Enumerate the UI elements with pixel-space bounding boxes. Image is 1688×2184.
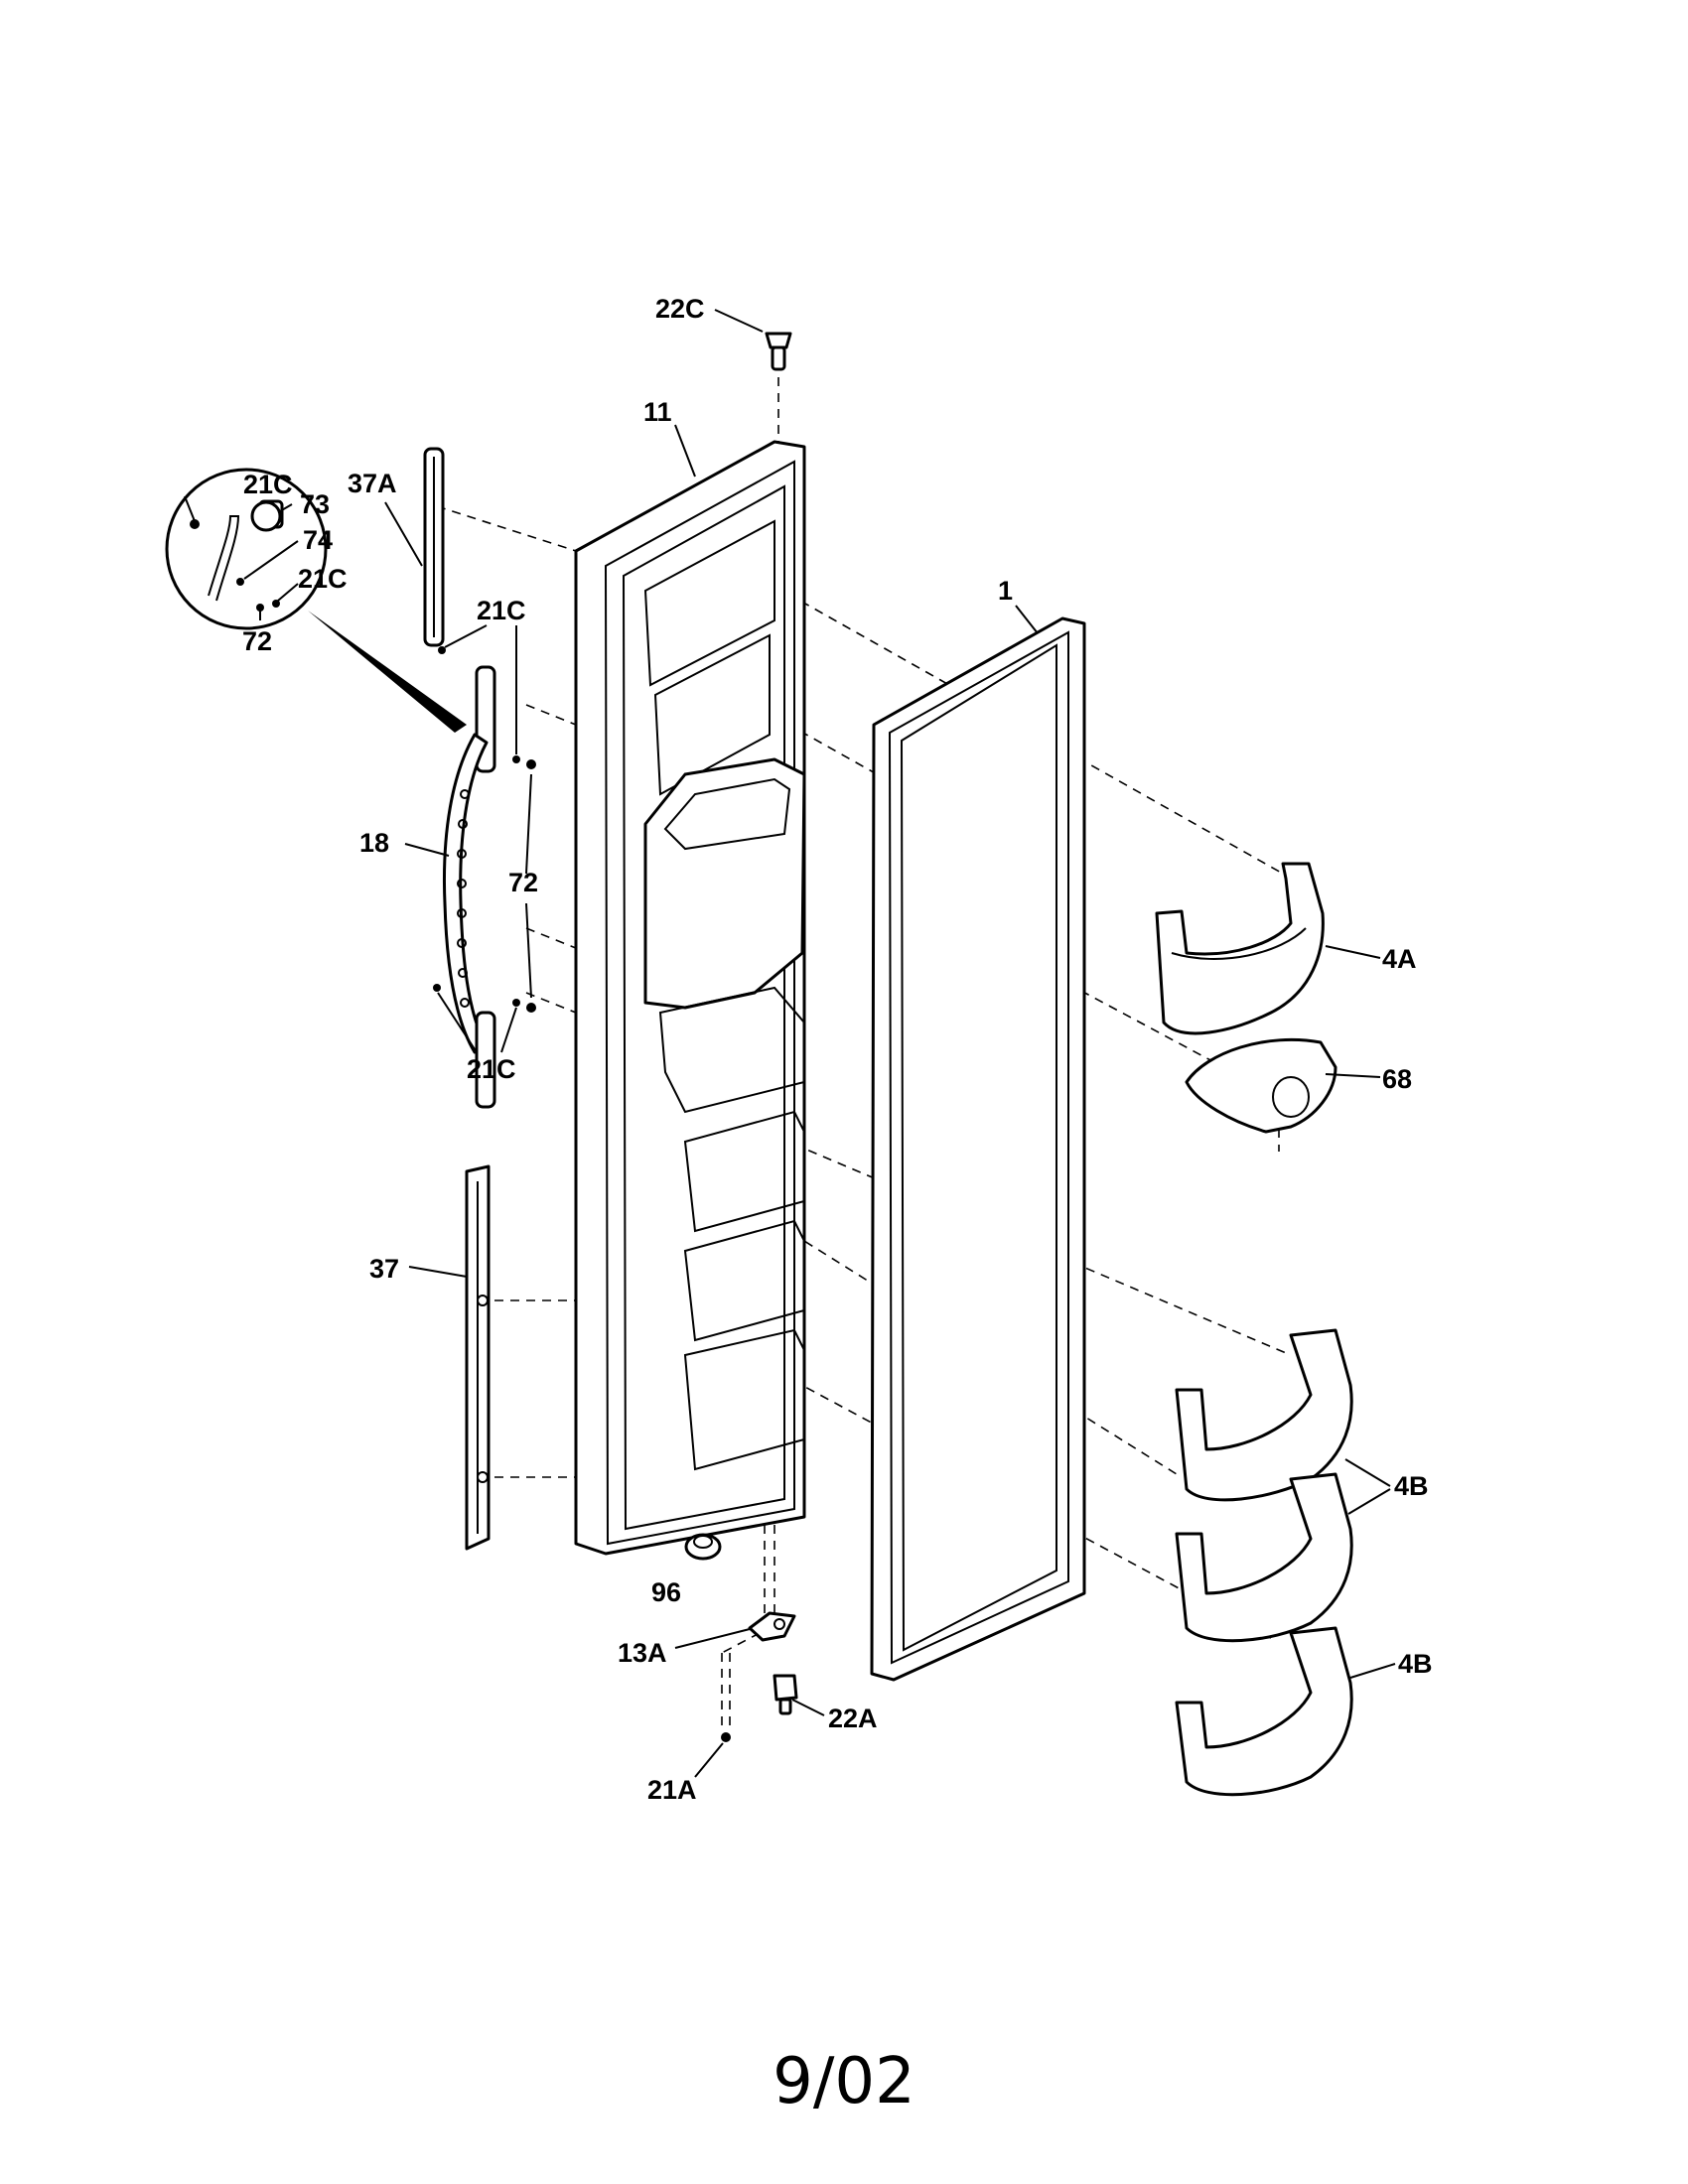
plug-96 (684, 1533, 722, 1561)
bin-68 (1185, 1037, 1337, 1134)
handle-fasteners (433, 646, 536, 1013)
callout-labels: 22C 11 21C 73 74 21C 72 37A 21C 1 18 72 … (242, 294, 1433, 1805)
label-73: 73 (300, 489, 330, 519)
handle-18 (443, 665, 496, 1109)
screw-21A (721, 1732, 731, 1742)
bin-4B-middle (1175, 1472, 1353, 1643)
label-4A: 4A (1382, 944, 1417, 974)
label-4B-mid: 4B (1394, 1471, 1429, 1501)
inset-handle-end (208, 515, 240, 602)
label-74: 74 (303, 525, 333, 555)
inset-screw-b (272, 600, 280, 608)
label-22C-top: 22C (655, 294, 705, 324)
inset-circle (165, 468, 328, 630)
bin-4B-lower (1175, 1626, 1353, 1797)
label-37: 37 (369, 1254, 399, 1284)
trim-37A (423, 447, 445, 647)
label-22A: 22A (828, 1704, 878, 1733)
label-21C-lower: 21C (467, 1054, 516, 1084)
gasket-1 (870, 616, 1086, 1682)
assembly-lines (436, 377, 1292, 1727)
hinge-13A (748, 1611, 796, 1642)
leader-lines (184, 309, 1396, 1778)
door-11 (574, 440, 806, 1556)
label-21A: 21A (647, 1775, 697, 1805)
trim-37 (465, 1164, 491, 1551)
label-21C-upper: 21C (477, 596, 526, 625)
label-68: 68 (1382, 1064, 1412, 1094)
washer-72-upper (526, 759, 536, 769)
label-72: 72 (508, 868, 538, 897)
bin-4B-upper (1175, 1328, 1353, 1502)
screw-21C-lower-left (433, 984, 441, 992)
label-1: 1 (998, 576, 1013, 606)
inset-screw-a (190, 519, 200, 529)
label-96: 96 (651, 1577, 681, 1607)
washer-72-lower (526, 1003, 536, 1013)
inset-clip-ring (250, 500, 282, 532)
inset-screw-74 (236, 578, 244, 586)
date-code: 9/02 (773, 2045, 915, 2118)
label-18: 18 (359, 828, 389, 858)
bin-4A (1155, 862, 1325, 1035)
hinge-pin-22A (773, 1674, 798, 1715)
label-4B-low: 4B (1398, 1649, 1433, 1679)
screw-21C-lower (512, 999, 520, 1007)
handle-detail-inset (165, 468, 467, 733)
hinge-pin-22C (765, 332, 792, 371)
screw-21C-upper (512, 755, 520, 763)
label-21C-inset-b: 21C (298, 564, 348, 594)
screw-21C-top (438, 646, 446, 654)
inset-washer-72 (256, 604, 264, 612)
label-13A: 13A (618, 1638, 667, 1668)
label-21C-inset-a: 21C (243, 470, 293, 499)
label-37A: 37A (348, 469, 397, 498)
label-72-inset: 72 (242, 626, 272, 656)
label-11: 11 (643, 397, 672, 427)
inset-pointer (308, 611, 467, 733)
